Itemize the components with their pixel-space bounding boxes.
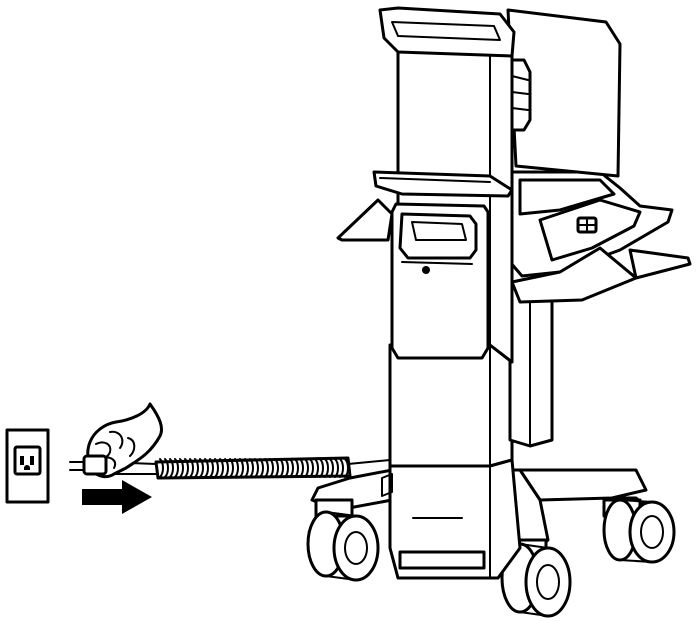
cord-coil-loop	[169, 458, 174, 478]
cord-coil-loop	[249, 458, 254, 478]
cord-coil-loop	[304, 458, 309, 478]
cord-coil-loop	[234, 458, 239, 478]
wall-outlet-icon	[5, 428, 50, 504]
cord-coil-loop	[189, 458, 194, 478]
cord-coil-loop	[264, 458, 269, 478]
direction-arrow-icon	[82, 480, 152, 514]
cord-coil-loop	[219, 458, 224, 478]
cord-coil-loop	[334, 458, 339, 478]
cord-coil-loop	[319, 458, 324, 478]
cord-coil-loop	[324, 458, 329, 478]
cord-coil-loop	[194, 458, 199, 478]
cord-coil-loop	[164, 458, 169, 478]
mast-lower	[381, 343, 522, 580]
cord-coil-loop	[299, 458, 304, 478]
power-plug-icon	[69, 454, 108, 476]
cord-coil-loop	[229, 458, 234, 478]
cord-coil-loop	[259, 458, 264, 478]
cord-coil-loop	[179, 458, 184, 478]
cord-coil-loop	[159, 458, 164, 478]
cord-coil-loop	[204, 458, 209, 478]
cord-coil-loop	[314, 458, 319, 478]
rear-column	[508, 280, 554, 448]
cord-coil-loop	[279, 458, 284, 478]
cord-coil-loop	[254, 458, 259, 478]
cord-coil-loop	[344, 458, 349, 478]
cord-coil-loop	[209, 458, 214, 478]
cord-coil-loop	[214, 458, 219, 478]
cord-coil-loop	[269, 458, 274, 478]
cross-icon	[579, 219, 595, 231]
cord-coil-loop	[339, 458, 344, 478]
cord-coil-loop	[239, 458, 244, 478]
power-cord	[103, 456, 391, 480]
caster-back-left	[306, 498, 380, 582]
storage-bin	[390, 202, 490, 360]
cord-coil-loop	[309, 458, 314, 478]
monitor	[506, 8, 622, 178]
cord-coil-loop	[174, 458, 179, 478]
cord-coil-loop	[284, 458, 289, 478]
cord-coil-loop	[329, 458, 334, 478]
cord-coil-loop	[274, 458, 279, 478]
cord-coil-loop	[224, 458, 229, 478]
caster-back-right	[602, 498, 676, 564]
cord-coil-loop	[289, 458, 294, 478]
cord-coil-loop	[184, 458, 189, 478]
cord-coil-loop	[294, 458, 299, 478]
work-surface	[336, 170, 692, 304]
cord-coil-loop	[199, 458, 204, 478]
cord-coil-loop	[244, 458, 249, 478]
